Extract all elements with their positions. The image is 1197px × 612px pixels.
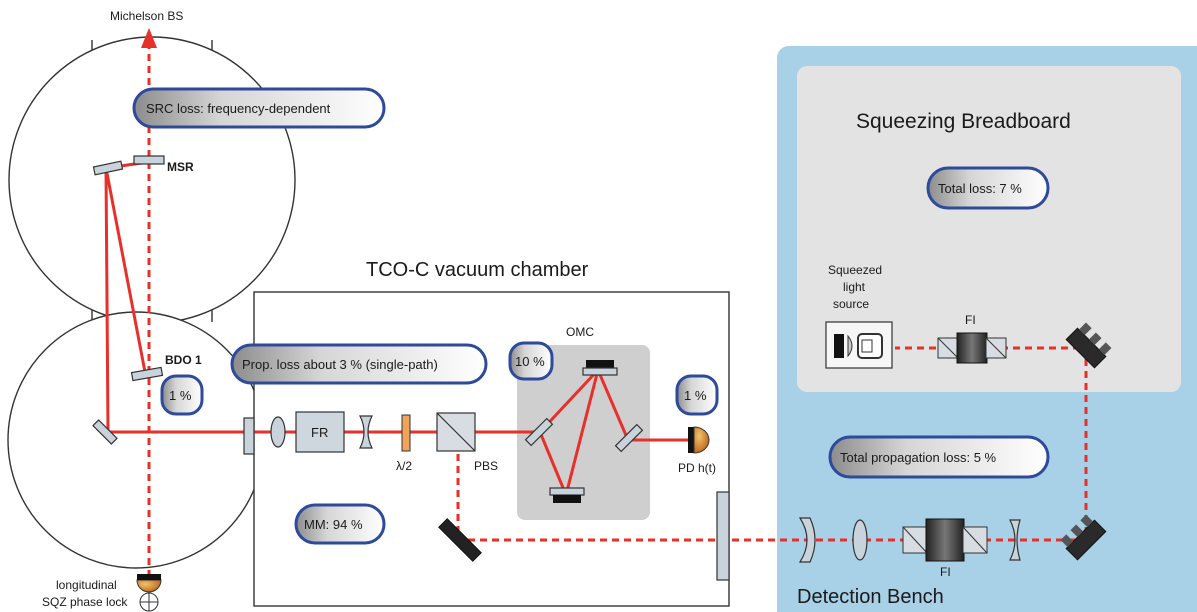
chamber-output-window — [716, 491, 730, 581]
mirror-upper-left[interactable] — [92, 160, 124, 176]
phase-lock-photodiode[interactable] — [136, 574, 162, 612]
breadboard-title: Squeezing Breadboard — [856, 110, 1071, 133]
bench-lens-2[interactable] — [852, 519, 868, 561]
omc-top-mirror[interactable] — [582, 360, 618, 376]
bench-lens-1[interactable] — [798, 517, 816, 563]
fi-bench-label: FI — [940, 565, 951, 579]
lens-2[interactable] — [359, 415, 373, 449]
sqz-phase-lock-label: SQZ phase lock — [42, 595, 128, 609]
mm-text: MM: 94 % — [304, 517, 363, 532]
bench-lens-3[interactable] — [1009, 519, 1021, 561]
bdo-loss-pill — [160, 374, 204, 416]
breadboard-faraday-isolator[interactable] — [937, 332, 1007, 364]
pbs-label: PBS — [474, 459, 498, 473]
total-prop-pill — [828, 435, 1050, 479]
squeezed-label-1: Squeezed — [828, 263, 882, 277]
bench-title: Detection Bench — [797, 586, 944, 608]
half-wave-plate[interactable] — [401, 414, 411, 452]
fi-breadboard-label: FI — [965, 313, 976, 327]
chamber-window — [243, 417, 255, 455]
pd-loss-pill — [675, 374, 719, 416]
faraday-rotator[interactable] — [295, 411, 345, 453]
michelson-arrow — [141, 28, 157, 48]
omc-label: OMC — [566, 325, 594, 339]
omc-loss-text: 10 % — [515, 354, 545, 369]
bench-steering-mirror[interactable] — [1059, 513, 1107, 561]
mm-pill — [294, 503, 386, 545]
photodiode-ht[interactable] — [688, 426, 710, 454]
michelson-bs-label: Michelson BS — [110, 9, 183, 23]
prop-loss-pill — [230, 343, 488, 385]
fr-label: FR — [311, 425, 328, 440]
total-loss-text: Total loss: 7 % — [938, 181, 1022, 196]
omc-input-mirror[interactable] — [524, 417, 554, 447]
squeezed-label-2: light — [843, 280, 866, 294]
src-loss-text: SRC loss: frequency-dependent — [146, 101, 331, 116]
pd-loss-text: 1 % — [684, 388, 707, 403]
bdo1-mirror[interactable] — [130, 366, 164, 382]
mirror-lower-left[interactable] — [92, 419, 118, 445]
half-wave-label: λ/2 — [396, 459, 412, 473]
squeezing-breadboard — [797, 66, 1181, 392]
msr-mirror[interactable] — [133, 155, 165, 165]
pd-label: PD h(t) — [678, 461, 716, 475]
bench-faraday-isolator[interactable] — [902, 518, 988, 562]
steering-mirror-chamber[interactable] — [438, 518, 482, 562]
lower-vacuum-tank — [7, 311, 265, 569]
breadboard-steering-mirror[interactable] — [1065, 321, 1113, 369]
bdo1-label: BDO 1 — [165, 353, 202, 367]
upper-vacuum-tank — [8, 36, 296, 324]
pbs-cube[interactable] — [436, 412, 476, 452]
total-prop-text: Total propagation loss: 5 % — [840, 450, 997, 465]
squeezed-label-3: source — [833, 297, 869, 311]
total-loss-pill — [926, 166, 1050, 210]
chamber-title: TCO-C vacuum chamber — [366, 259, 589, 281]
prop-loss-text: Prop. loss about 3 % (single-path) — [242, 357, 438, 372]
squeezed-light-source[interactable] — [825, 321, 893, 369]
src-loss-pill — [132, 87, 386, 129]
omc-loss-pill — [508, 341, 554, 381]
omc-bottom-mirror[interactable] — [549, 487, 585, 503]
omc-output-mirror[interactable] — [614, 423, 644, 453]
longitudinal-label: longitudinal — [56, 578, 117, 592]
bdo-loss-text: 1 % — [169, 388, 192, 403]
lens-1[interactable] — [270, 416, 286, 448]
msr-label: MSR — [167, 160, 194, 174]
